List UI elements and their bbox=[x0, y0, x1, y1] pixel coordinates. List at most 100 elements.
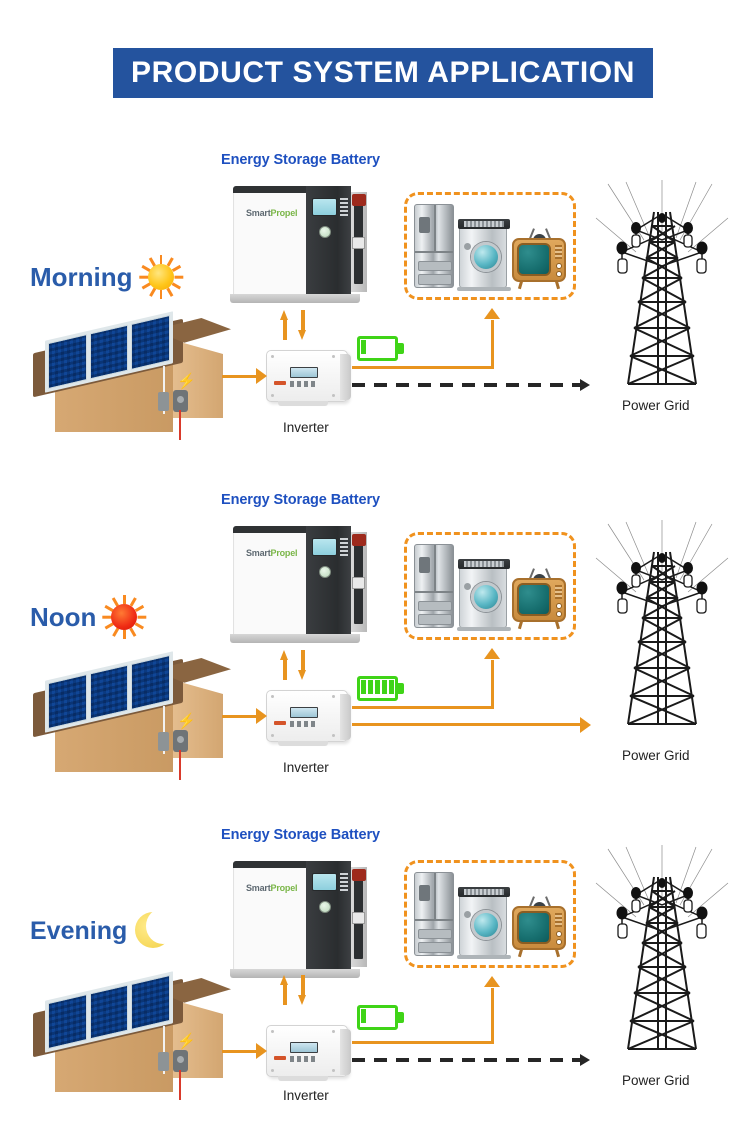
battery-status-leds bbox=[340, 198, 348, 216]
battery-brand-logo: SmartPropel bbox=[246, 883, 298, 893]
arrow-down-icon bbox=[298, 975, 307, 1005]
scenario-row-noon: Noon ⚡ Energy Storage Battery bbox=[0, 470, 750, 810]
load-riser-line bbox=[491, 988, 494, 1043]
battery-display-screen bbox=[312, 538, 337, 556]
television-icon bbox=[512, 568, 566, 630]
solar-panel bbox=[89, 664, 129, 720]
house-to-inverter-line bbox=[222, 715, 258, 718]
inverter-to-load-line bbox=[352, 1041, 494, 1044]
solar-panel bbox=[131, 974, 171, 1030]
lightning-bolt-icon: ⚡ bbox=[177, 713, 196, 730]
energy-storage-battery-label: Energy Storage Battery bbox=[221, 827, 380, 843]
lightning-bolt-icon: ⚡ bbox=[177, 1033, 196, 1050]
solar-panel bbox=[48, 994, 87, 1050]
electric-meter bbox=[173, 390, 188, 412]
scenario-row-morning: Morning ⚡ bbox=[0, 130, 750, 470]
battery-charge-bars bbox=[360, 679, 394, 694]
house-to-inverter-line bbox=[222, 1050, 258, 1053]
energy-storage-battery-label: Energy Storage Battery bbox=[221, 492, 380, 508]
power-grid-label: Power Grid bbox=[622, 1073, 690, 1088]
scenario-row-evening: Evening ⚡ Energy Storage Battery SmartPr… bbox=[0, 805, 750, 1125]
house-to-inverter-line bbox=[222, 375, 258, 378]
household-appliances-group bbox=[404, 860, 576, 968]
house-with-solar-panels: ⚡ bbox=[25, 960, 231, 1100]
power-grid-label: Power Grid bbox=[622, 748, 690, 763]
grid-arrow bbox=[580, 717, 591, 733]
washing-machine-icon bbox=[457, 887, 511, 959]
power-grid-label: Power Grid bbox=[622, 398, 690, 413]
inverter-unit bbox=[266, 688, 352, 750]
page-title: PRODUCT SYSTEM APPLICATION bbox=[131, 56, 635, 89]
crescent-moon-icon bbox=[133, 908, 181, 952]
refrigerator-icon bbox=[414, 544, 454, 628]
television-icon bbox=[512, 896, 566, 958]
inverter-unit bbox=[266, 1023, 352, 1085]
page-title-banner: PRODUCT SYSTEM APPLICATION bbox=[113, 48, 653, 98]
battery-brand-logo: SmartPropel bbox=[246, 208, 298, 218]
battery-power-button[interactable] bbox=[319, 226, 331, 238]
battery-power-button[interactable] bbox=[319, 901, 331, 913]
time-of-day-morning: Morning bbox=[30, 255, 183, 299]
house-to-inverter-arrow bbox=[256, 1043, 267, 1059]
inverter-to-load-line bbox=[352, 366, 494, 369]
panel-cable bbox=[163, 366, 165, 414]
battery-inverter-flow-arrows bbox=[280, 310, 307, 340]
transmission-tower-icon bbox=[592, 843, 732, 1058]
grid-dashed-line bbox=[352, 383, 582, 387]
house-with-solar-panels: ⚡ bbox=[25, 640, 231, 780]
inverter-to-load-line bbox=[352, 706, 494, 709]
inverter-label: Inverter bbox=[283, 1088, 329, 1103]
battery-charge-bars bbox=[360, 339, 366, 354]
load-arrow-up bbox=[484, 308, 500, 319]
energy-storage-battery-label: Energy Storage Battery bbox=[221, 152, 380, 168]
lightning-bolt-icon: ⚡ bbox=[177, 373, 196, 390]
transmission-tower-icon bbox=[592, 518, 732, 733]
house-with-solar-panels: ⚡ bbox=[25, 300, 231, 440]
arrow-down-icon bbox=[298, 310, 307, 340]
battery-inverter-flow-arrows bbox=[280, 975, 307, 1005]
inverter-label: Inverter bbox=[283, 420, 329, 435]
inverter-display bbox=[290, 1042, 318, 1053]
load-riser-line bbox=[491, 320, 494, 368]
inverter-buttons[interactable] bbox=[290, 1056, 318, 1062]
solar-panel bbox=[48, 334, 87, 390]
solar-panel bbox=[48, 674, 87, 730]
solar-panel bbox=[131, 314, 171, 370]
washing-machine-icon bbox=[457, 219, 511, 291]
time-of-day-noon: Noon bbox=[30, 595, 147, 639]
arrow-up-icon bbox=[280, 975, 289, 1005]
battery-charge-indicator bbox=[357, 336, 404, 361]
hot-sun-icon bbox=[102, 595, 147, 639]
inverter-label: Inverter bbox=[283, 760, 329, 775]
inverter-buttons[interactable] bbox=[290, 381, 318, 387]
household-appliances-group bbox=[404, 192, 576, 300]
grid-solid-line bbox=[352, 723, 582, 726]
electric-meter-box bbox=[158, 392, 169, 411]
refrigerator-icon bbox=[414, 204, 454, 288]
house-to-inverter-arrow bbox=[256, 708, 267, 724]
inverter-unit bbox=[266, 348, 352, 410]
grid-dashed-line bbox=[352, 1058, 582, 1062]
inverter-display bbox=[290, 367, 318, 378]
energy-storage-battery-unit: SmartPropel bbox=[228, 857, 371, 980]
load-riser-line bbox=[491, 660, 494, 708]
house-to-inverter-arrow bbox=[256, 368, 267, 384]
solar-panel bbox=[131, 654, 171, 710]
energy-storage-battery-unit: SmartPropel bbox=[228, 182, 371, 305]
time-of-day-label: Noon bbox=[30, 601, 97, 632]
meter-cable bbox=[179, 410, 181, 440]
battery-status-leds bbox=[340, 873, 348, 891]
battery-inverter-flow-arrows bbox=[280, 650, 307, 680]
arrow-down-icon bbox=[298, 650, 307, 680]
inverter-buttons[interactable] bbox=[290, 721, 318, 727]
battery-charge-indicator bbox=[357, 676, 404, 701]
battery-charge-indicator bbox=[357, 1005, 404, 1030]
time-of-day-label: Evening bbox=[30, 916, 128, 945]
load-arrow-up bbox=[484, 648, 500, 659]
solar-panel bbox=[89, 984, 129, 1040]
refrigerator-icon bbox=[414, 872, 454, 956]
battery-power-button[interactable] bbox=[319, 566, 331, 578]
grid-arrow bbox=[580, 379, 590, 391]
arrow-up-icon bbox=[280, 310, 289, 340]
